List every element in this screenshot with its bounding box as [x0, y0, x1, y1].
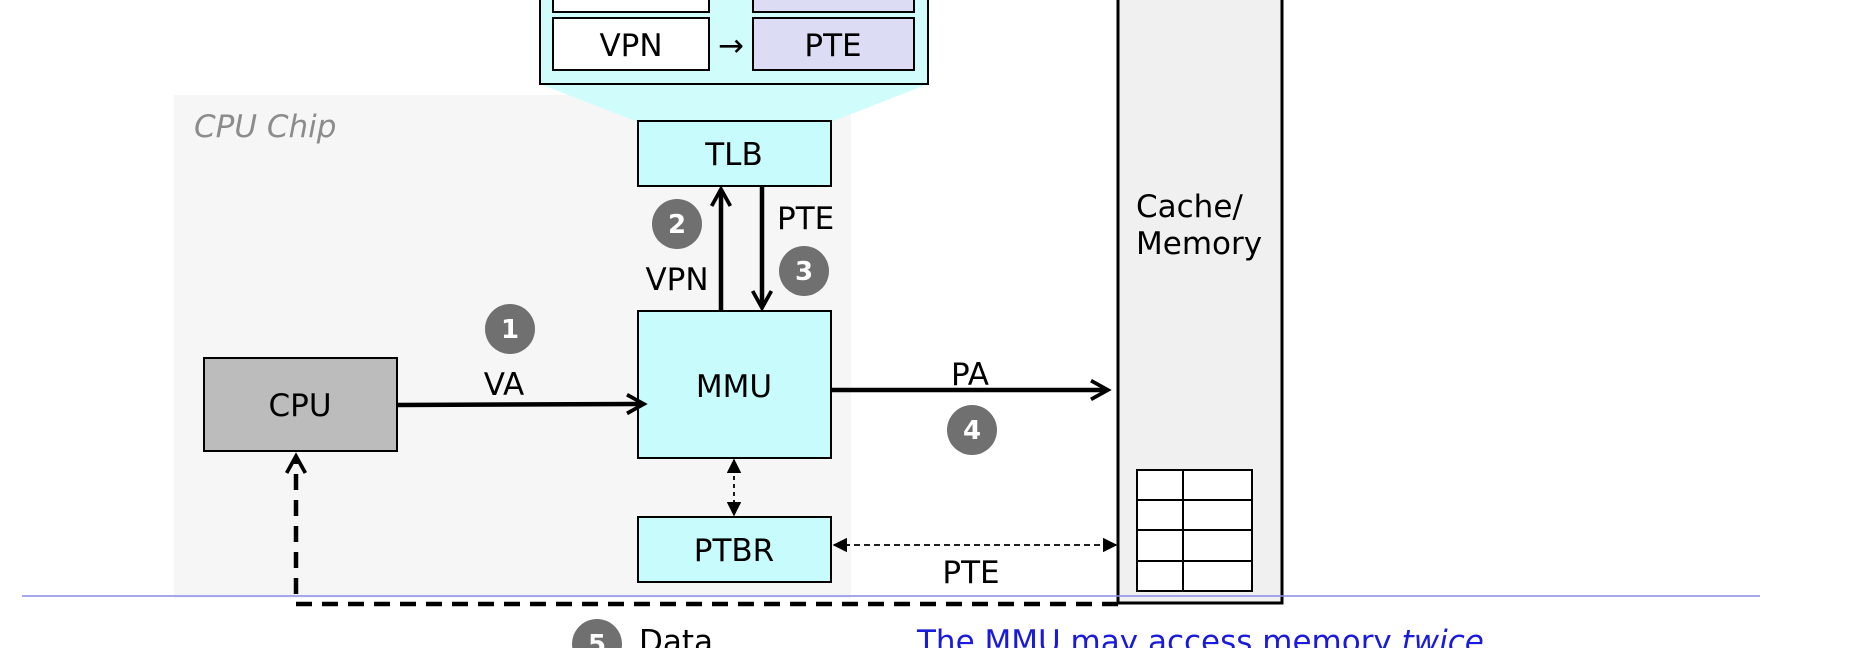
tlb-cell-pte: [752, 17, 915, 71]
data-return-arrow: [296, 458, 1118, 607]
tlb-label: TLB: [704, 137, 762, 173]
step-3-badge: 3: [779, 246, 829, 296]
page-table-icon: [1136, 469, 1253, 592]
mmu-note: The MMU may access memory twice: [916, 624, 1484, 648]
cpu-chip-label: CPU Chip: [194, 109, 336, 145]
svg-text:3: 3: [795, 257, 813, 287]
svg-text:2: 2: [668, 210, 686, 240]
step-5-badge: 5: [572, 619, 622, 648]
tlb-mapping-arrow: →: [718, 28, 744, 64]
vpn-label: VPN: [645, 262, 708, 298]
step-1-badge: 1: [485, 304, 535, 354]
ptbr-label: PTBR: [694, 533, 774, 569]
va-label: VA: [484, 367, 524, 403]
svg-text:4: 4: [963, 416, 981, 446]
mmu-box: [637, 310, 832, 459]
mmu-note-emphasis: twice: [1402, 624, 1484, 648]
tlb-cell-vpn-label: VPN: [599, 28, 662, 64]
svg-text:5: 5: [588, 630, 606, 648]
ptbr-box: [637, 516, 832, 583]
tlb-cell-pte-label: PTE: [804, 28, 861, 64]
tlb-cell-vpn-top: [552, 0, 710, 13]
step-2-badge: 2: [652, 199, 702, 249]
cpu-label: CPU: [268, 388, 331, 424]
tlb-zoom-funnel: [540, 84, 928, 122]
step-4-badge: 4: [947, 405, 997, 455]
pa-label: PA: [951, 357, 989, 393]
svg-text:1: 1: [501, 315, 519, 345]
memory-label-line2: Memory: [1136, 226, 1262, 262]
pte-from-memory-label: PTE: [942, 555, 999, 591]
tlb-cell-vpn: [552, 17, 710, 71]
memory-label-line1: Cache/: [1136, 189, 1243, 225]
pte-from-tlb-label: PTE: [777, 201, 834, 237]
tlb-box: [637, 120, 832, 187]
cpu-box: [203, 357, 398, 452]
data-label: Data: [639, 624, 713, 648]
tlb-cell-pte-top: [752, 0, 915, 13]
va-arrow: [396, 404, 642, 405]
mmu-note-prefix: The MMU may access memory: [916, 624, 1402, 648]
mmu-label: MMU: [696, 369, 772, 405]
